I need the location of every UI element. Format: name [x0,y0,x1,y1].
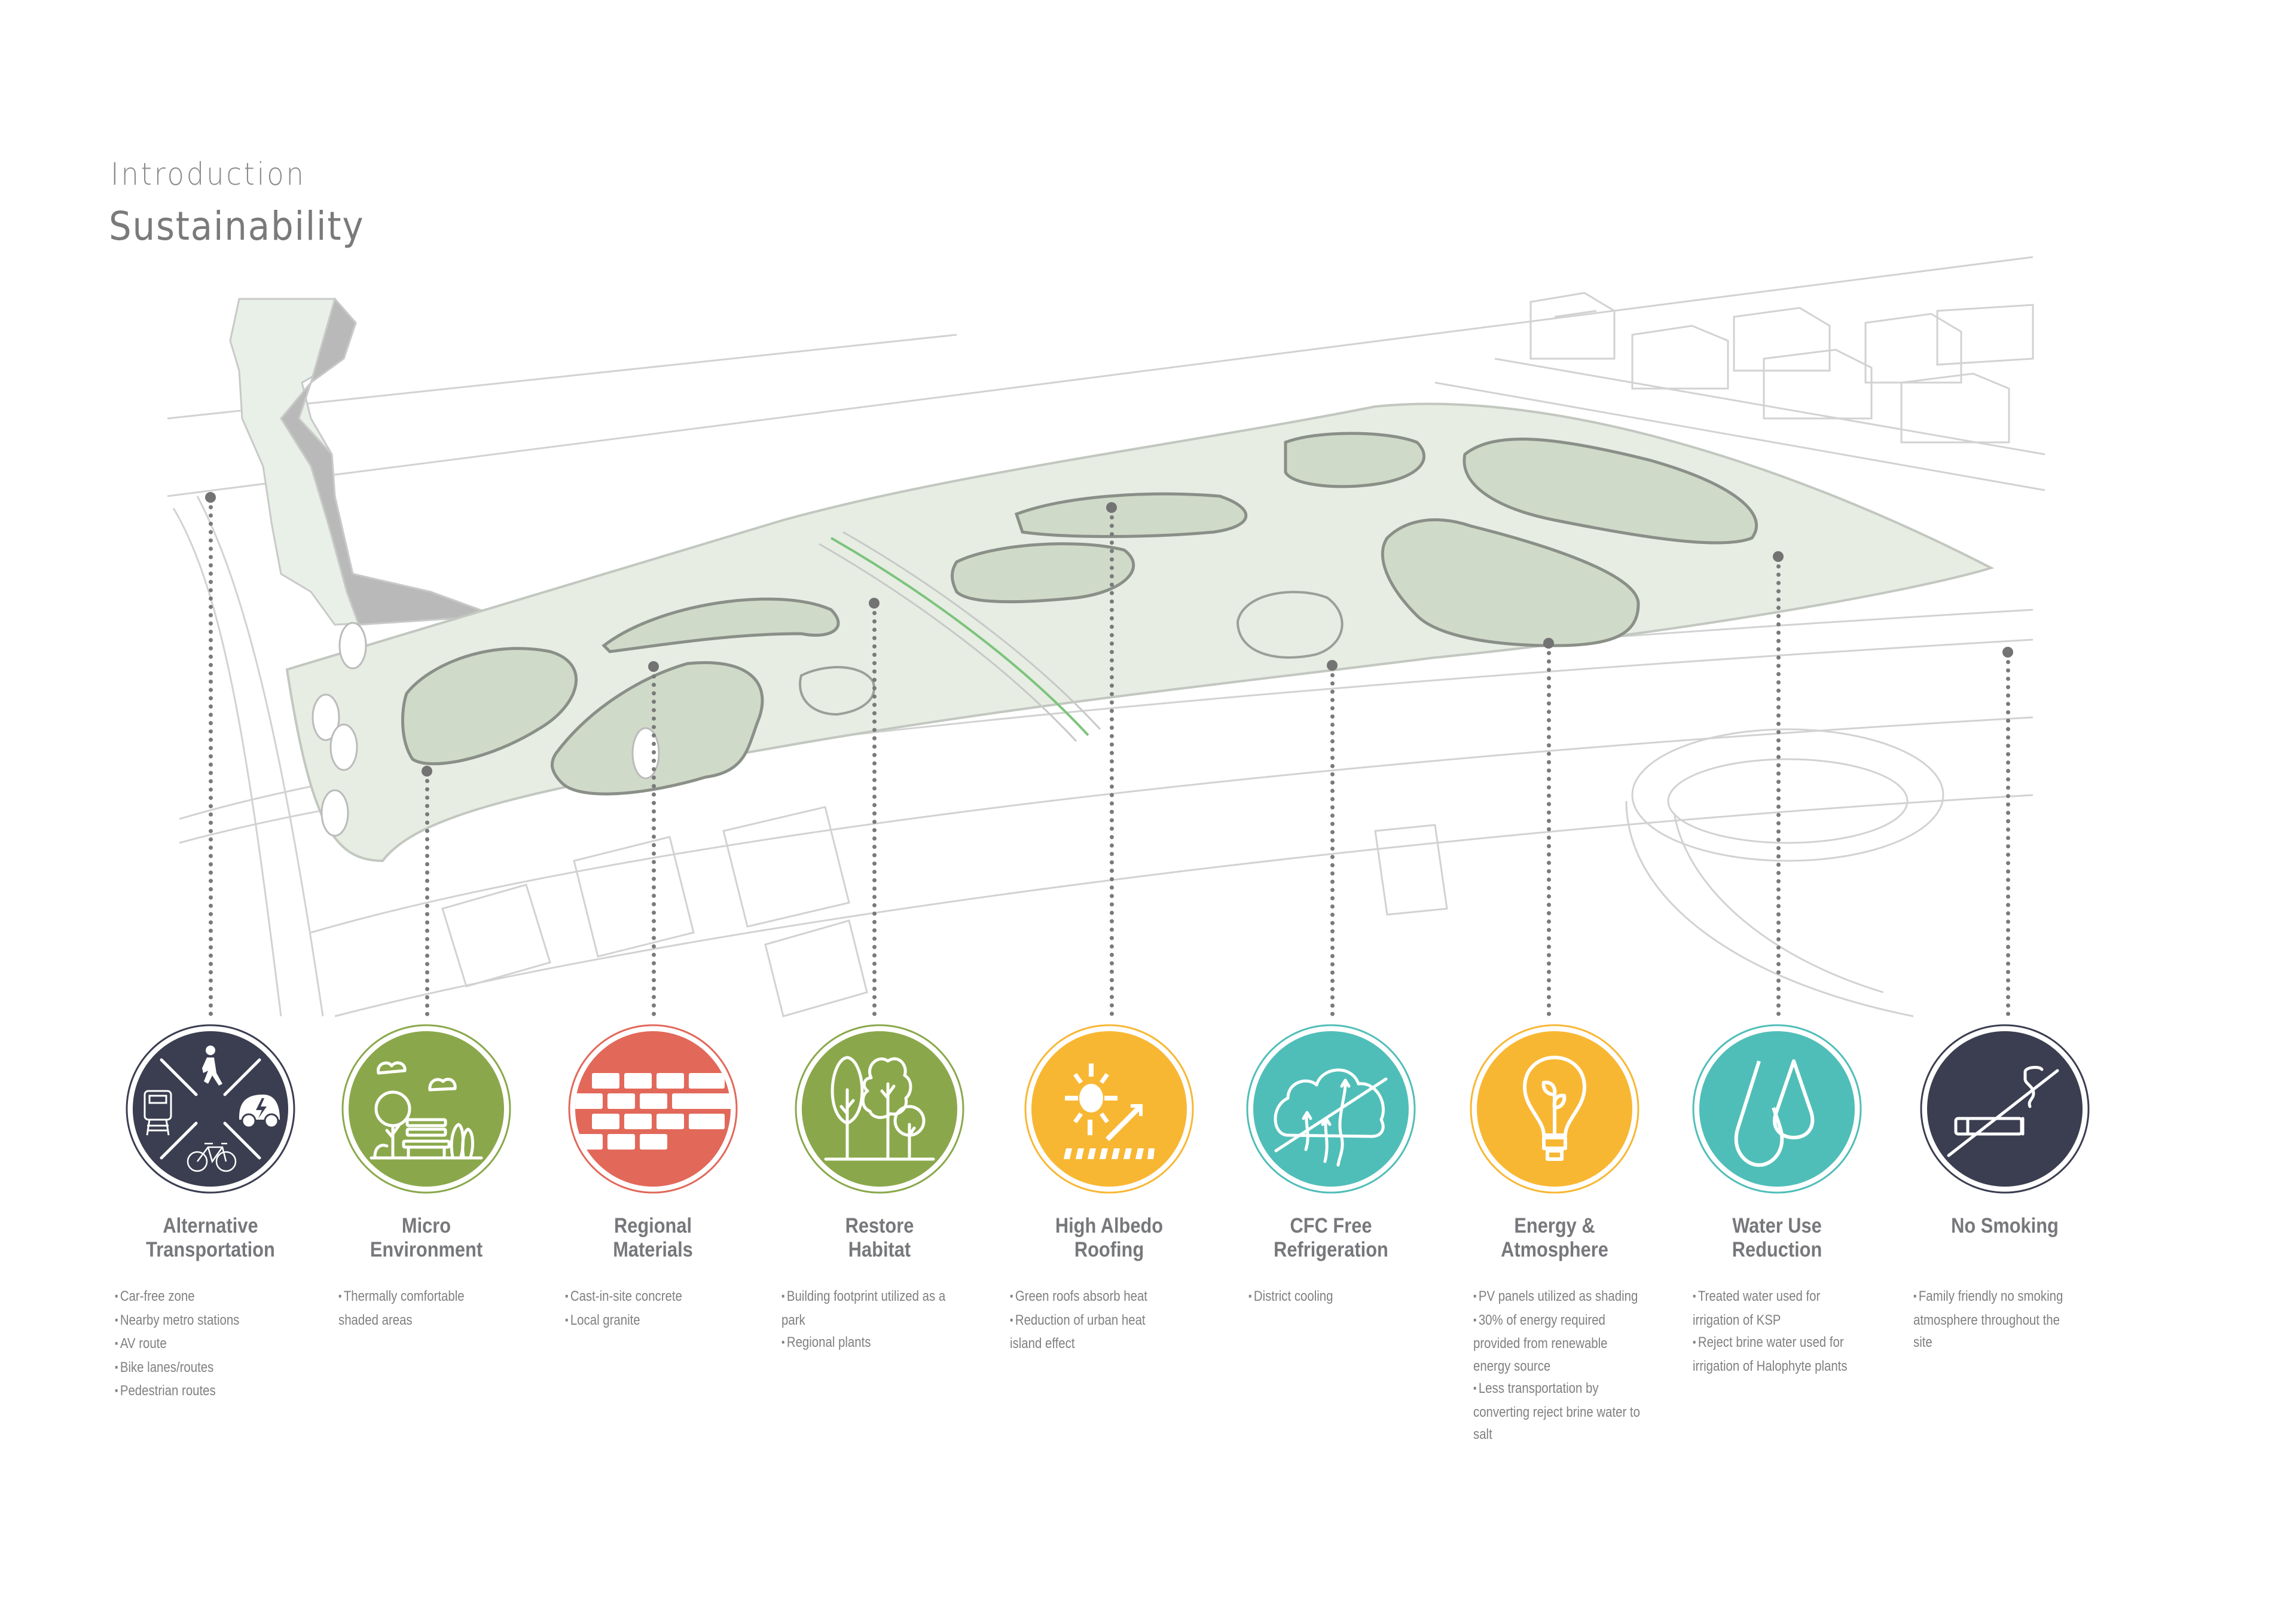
feature-title: CFC Free Refrigeration [1274,1214,1388,1261]
feature-cfc-free-refrigeration: CFC Free Refrigeration [1217,1024,1445,1261]
bullet-item: Treated water used for irrigation of KSP [1693,1285,1861,1331]
bullet-item: Reject brine water used for irrigation o… [1693,1331,1861,1377]
dotted-leader-line [1547,651,1551,1016]
bullet-item: Pedestrian routes [115,1380,283,1404]
feature-title: Restore Habitat [845,1214,914,1261]
feature-title: Micro Environment [370,1214,483,1261]
no-emissions-cloud-icon [1246,1024,1416,1194]
feature-bullets-micro-environment: Thermally comfortable shaded areas [338,1285,506,1331]
park-bench-icon [341,1024,511,1194]
callout-dot [1543,638,1554,649]
feature-title: Regional Materials [613,1214,693,1261]
feature-bullets-high-albedo-roofing: Green roofs absorb heat Reduction of urb… [1010,1285,1178,1355]
feature-restore-habitat: Restore Habitat [766,1024,993,1261]
bullet-item: Green roofs absorb heat [1010,1285,1178,1309]
callout-dot [1773,551,1784,562]
feature-title: Alternative Transportation [146,1214,275,1261]
bullet-item: PV panels utilized as shading [1473,1285,1641,1309]
bullet-item: Family friendly no smoking atmosphere th… [1913,1285,2081,1354]
page-title: Sustainability [109,203,365,249]
feature-bullets-water-use-reduction: Treated water used for irrigation of KSP… [1693,1285,1861,1377]
feature-bullets-restore-habitat: Building footprint utilized as a park Re… [781,1285,949,1355]
feature-energy-atmosphere: Energy & Atmosphere [1441,1024,1668,1261]
feature-micro-environment: Micro Environment [313,1024,540,1261]
feature-water-use-reduction: Water Use Reduction [1663,1024,1891,1261]
trees-icon [795,1024,964,1194]
section-label: Introduction [111,157,306,192]
no-smoking-icon [1920,1024,2090,1194]
bullet-item: Less transportation by converting reject… [1473,1377,1641,1446]
bullet-item: Cast-in-site concrete [565,1285,733,1309]
bullet-item: Building footprint utilized as a park [781,1285,949,1331]
callout-dot [1106,502,1117,513]
feature-title: Water Use Reduction [1732,1214,1822,1261]
bullet-item: Nearby metro stations [115,1309,283,1333]
brick-wall-icon [568,1024,738,1194]
dotted-leader-line [2006,660,2010,1016]
water-drops-icon [1692,1024,1862,1194]
callout-dot [422,766,432,777]
dotted-leader-line [1330,673,1335,1016]
sun-reflection-icon [1024,1024,1194,1194]
callout-dot [1327,660,1338,671]
bullet-item: District cooling [1248,1285,1416,1309]
site-plan-drawing [167,256,2045,1017]
feature-alternative-transportation: Alternative Transportation [97,1024,324,1261]
feature-bullets-regional-materials: Cast-in-site concrete Local granite [565,1285,733,1332]
bullet-item: Local granite [565,1309,733,1333]
dotted-leader-line [1776,564,1781,1016]
callout-dot [869,598,880,609]
feature-no-smoking: No Smoking [1891,1024,2118,1237]
bullet-item: Thermally comfortable shaded areas [338,1285,506,1331]
bullet-item: AV route [115,1332,283,1356]
feature-bullets-energy-atmosphere: PV panels utilized as shading 30% of ene… [1473,1285,1641,1446]
dotted-leader-line [652,674,656,1016]
callout-dot [648,661,659,672]
dotted-leader-line [209,505,213,1016]
dotted-leader-line [425,779,429,1016]
feature-title: Energy & Atmosphere [1501,1214,1608,1261]
feature-bullets-no-smoking: Family friendly no smoking atmosphere th… [1913,1285,2081,1354]
bullet-item: Bike lanes/routes [115,1356,283,1380]
bullet-item: Regional plants [781,1331,949,1355]
bullet-item: 30% of energy required provided from ren… [1473,1309,1641,1378]
feature-regional-materials: Regional Materials [539,1024,767,1261]
bullet-item: Car-free zone [115,1285,283,1309]
feature-title: No Smoking [1951,1214,2059,1237]
feature-high-albedo-roofing: High Albedo Roofing [996,1024,1223,1261]
feature-bullets-cfc-free-refrigeration: District cooling [1248,1285,1416,1309]
bullet-item: Reduction of urban heat island effect [1010,1309,1178,1355]
feature-title: High Albedo Roofing [1055,1214,1164,1261]
dotted-leader-line [872,611,877,1016]
callout-dot [205,492,216,503]
callout-dot [2002,647,2013,658]
dotted-leader-line [1110,515,1114,1016]
eco-bulb-icon [1470,1024,1639,1194]
feature-bullets-alternative-transportation: Car-free zone Nearby metro stations AV r… [115,1285,283,1404]
transport-icon [126,1024,295,1194]
